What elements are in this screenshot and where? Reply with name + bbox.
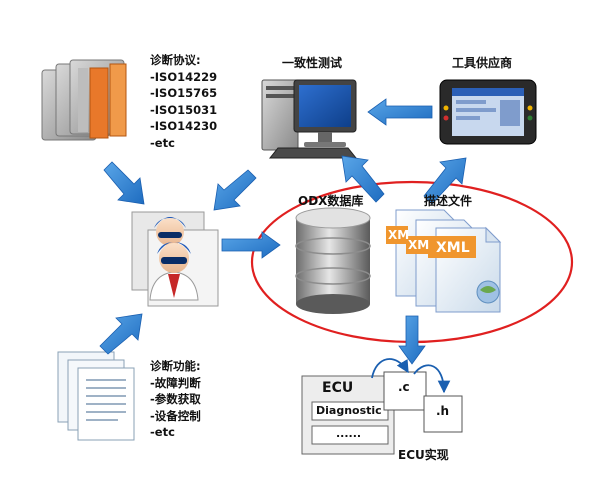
arrow-computer-to-users <box>213 169 257 211</box>
function-item: -参数获取 <box>150 392 201 406</box>
file-c-label: .c <box>398 380 410 394</box>
database-icon <box>295 207 371 314</box>
xml-tag-3: XML <box>436 240 470 256</box>
odx-database-label: ODX数据库 <box>298 194 364 208</box>
ecu-block <box>301 358 463 455</box>
arrow-users-to-database <box>221 231 281 259</box>
file-h-box <box>423 395 463 433</box>
arrow-xml-to-tool <box>423 157 467 205</box>
conformance-test-label: 一致性测试 <box>282 56 343 70</box>
tool-vendor-label: 工具供应商 <box>452 56 513 70</box>
ecu-diagnostic-field: Diagnostic <box>316 404 382 417</box>
tool-device-icon <box>439 79 537 145</box>
function-item: -etc <box>150 425 175 439</box>
protocol-item: -ISO14229 <box>150 69 218 84</box>
file-h-label: .h <box>436 404 450 418</box>
protocol-item: -ISO14230 <box>150 119 218 133</box>
protocol-item: -ISO15765 <box>150 86 218 100</box>
arrow-functions-to-users <box>99 313 143 355</box>
xml-files-icon <box>386 209 502 313</box>
function-item: -故障判断 <box>150 375 201 390</box>
xml-tag-2: XM <box>408 238 430 252</box>
protocols-title: 诊断协议: <box>150 53 201 67</box>
file-c-box <box>383 371 427 411</box>
protocol-item: -etc <box>150 135 175 150</box>
ecu-implementation-label: ECU实现 <box>398 448 449 462</box>
ecu-title: ECU <box>322 380 354 396</box>
arrow-protocols-to-users <box>103 161 145 205</box>
arrow-tool-to-computer <box>367 98 433 126</box>
binders-icon <box>41 59 127 141</box>
functions-title: 诊断功能: <box>150 359 201 373</box>
arrow-files-to-ecu <box>398 315 426 365</box>
ecu-dots-field: ...... <box>336 427 362 440</box>
flow-arrows <box>99 98 467 365</box>
protocol-item: -ISO15031 <box>150 102 218 117</box>
users-icon <box>131 211 219 307</box>
documents-icon <box>57 351 135 441</box>
functions-list: 诊断功能: -故障判断 -参数获取 -设备控制 -etc <box>150 358 201 441</box>
function-item: -设备控制 <box>150 408 201 423</box>
protocols-list: 诊断协议: -ISO14229 -ISO15765 -ISO15031 -ISO… <box>150 52 217 151</box>
xml-tag-1: XM <box>388 228 410 242</box>
description-files-label: 描述文件 <box>424 194 473 208</box>
arrow-database-to-computer <box>341 155 385 203</box>
computer-icon <box>261 79 358 159</box>
